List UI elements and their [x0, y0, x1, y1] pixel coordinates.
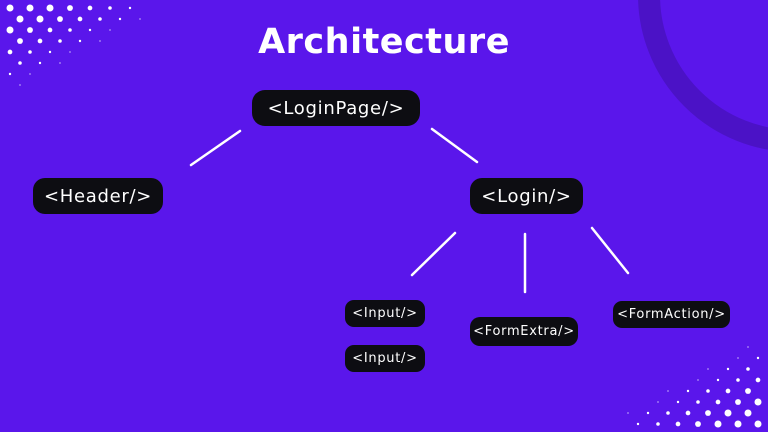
connector-line	[189, 129, 242, 167]
connector-line	[430, 127, 479, 164]
node-input-2: <Input/>	[345, 345, 425, 372]
node-login: <Login/>	[470, 178, 583, 214]
page-title: Architecture	[258, 22, 510, 62]
node-form-extra: <FormExtra/>	[470, 317, 578, 346]
node-login-page: <LoginPage/>	[252, 90, 420, 126]
node-header: <Header/>	[33, 178, 163, 214]
node-form-action: <FormAction/>	[613, 301, 730, 328]
node-input-1: <Input/>	[345, 300, 425, 327]
connector-line	[410, 231, 457, 277]
connector-line	[590, 226, 630, 275]
